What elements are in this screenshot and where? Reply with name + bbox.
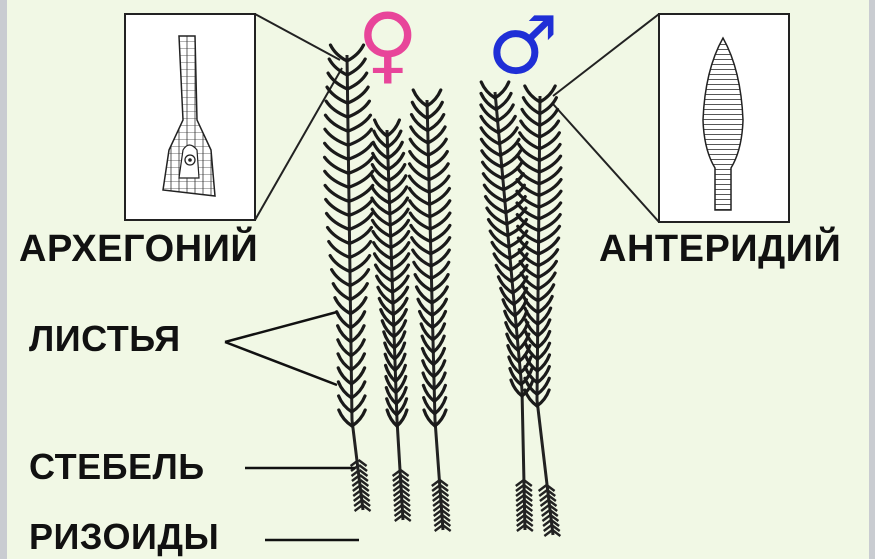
leaf [326, 101, 348, 117]
shoot-female-2 [372, 120, 411, 521]
shoot-male-1 [481, 82, 533, 531]
leaf [349, 185, 373, 201]
leaf [349, 199, 372, 215]
leaf [327, 87, 348, 103]
leaf [325, 143, 349, 159]
moss-plants [325, 45, 561, 536]
leaf [349, 213, 372, 229]
leaf [350, 242, 371, 258]
leaf [427, 90, 441, 106]
leaf [348, 143, 372, 159]
male-symbol: ♂ [487, 6, 559, 86]
antheridium-inset [553, 14, 789, 222]
rhizoid-cluster [539, 485, 561, 536]
leaf [325, 185, 349, 201]
leaf [325, 157, 349, 173]
leaf [325, 171, 349, 187]
leaf [348, 129, 371, 145]
pointer-lines [225, 312, 359, 540]
shoot-female-1 [325, 45, 373, 511]
label-leaves: ЛИСТЬЯ [29, 318, 181, 360]
leaf [348, 101, 370, 117]
leaf [349, 171, 373, 187]
shoot-female-3 [409, 90, 450, 531]
female-symbol: ♀ [357, 2, 419, 86]
leaf [325, 129, 348, 145]
label-stem: СТЕБЕЛЬ [29, 446, 205, 488]
label-antheridium: АНТЕРИДИЙ [599, 228, 841, 271]
leaf [350, 228, 372, 244]
archegonium-inset [125, 14, 342, 220]
leaf [325, 115, 348, 131]
leaf [387, 120, 399, 136]
leaf [348, 115, 371, 131]
label-rhizoids: РИЗОИДЫ [29, 516, 219, 558]
leaf [350, 256, 370, 272]
leaf [349, 157, 373, 173]
label-archegonium: АРХЕГОНИЙ [19, 228, 258, 271]
